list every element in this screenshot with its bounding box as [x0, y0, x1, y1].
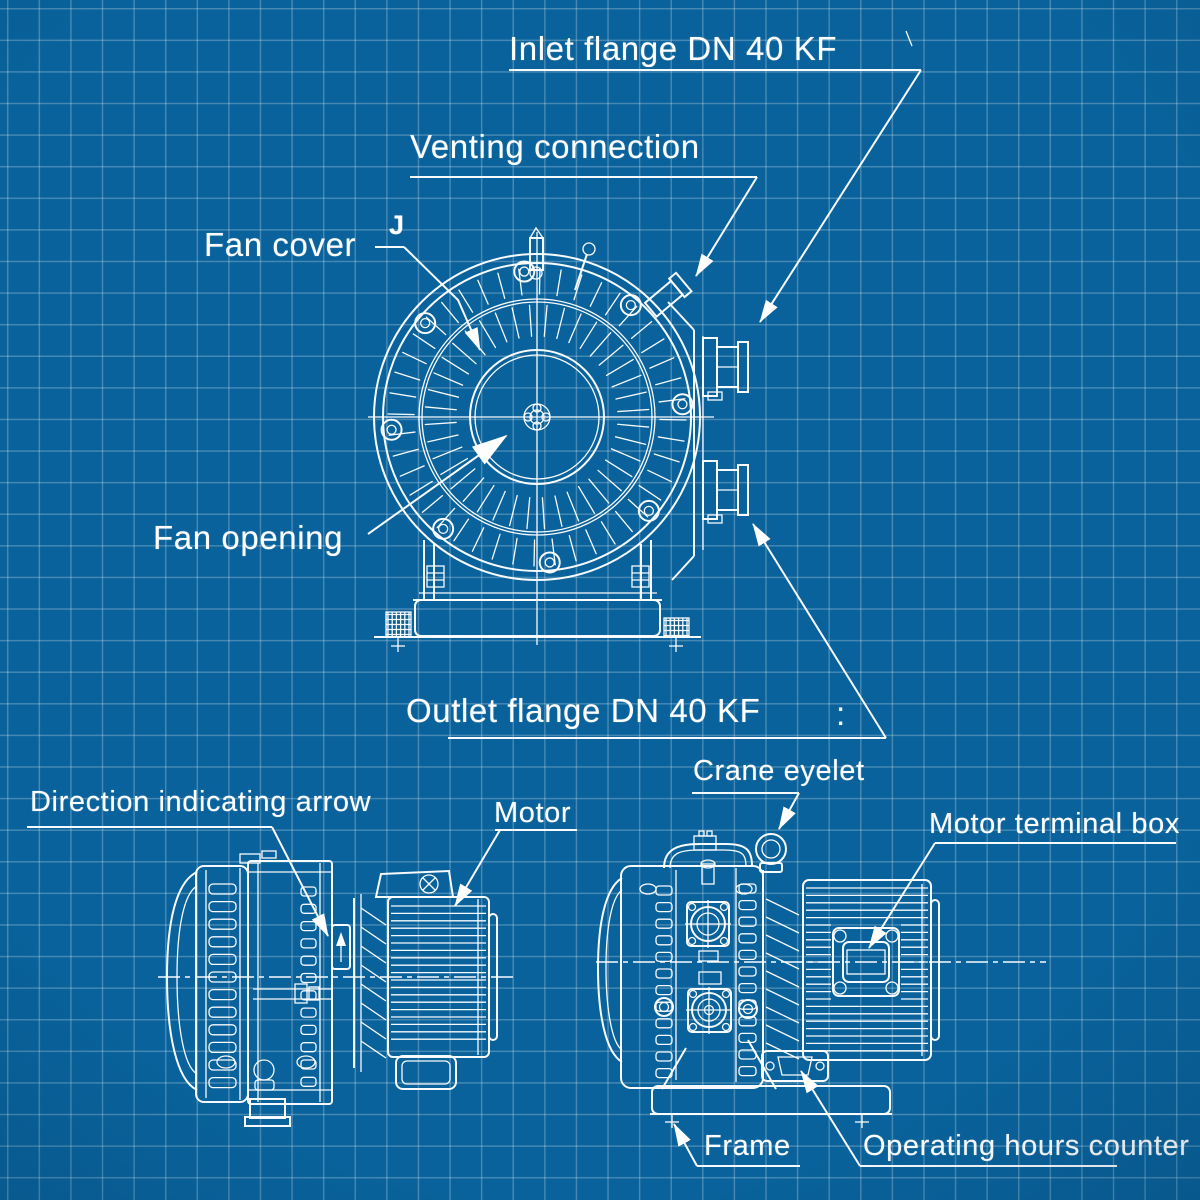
venting-connection-port [643, 271, 693, 319]
label-outlet-colon: : [836, 695, 846, 732]
inlet-flange [702, 337, 749, 401]
label-fan-cover: Fan cover [204, 226, 357, 263]
inlet-flange-face [685, 900, 731, 948]
motor-terminal-box [832, 927, 900, 997]
front-base [374, 540, 701, 652]
label-fan-cover-mark: J [389, 210, 405, 240]
label-motor-terminal-box: Motor terminal box [929, 808, 1180, 840]
label-motor: Motor [494, 797, 572, 829]
direction-arrow-widget [331, 924, 351, 970]
leader-lines [27, 69, 1176, 1167]
side-view-right [596, 830, 1046, 1128]
front-view-pump [368, 30, 913, 652]
label-operating-hours-counter: Operating hours counter [863, 1130, 1190, 1162]
label-fan-opening: Fan opening [153, 519, 344, 556]
label-frame: Frame [704, 1130, 791, 1162]
operating-hours-counter [761, 1050, 829, 1082]
outlet-flange-face [686, 987, 732, 1034]
crane-eyelet [755, 833, 787, 873]
label-crane-eyelet: Crane eyelet [693, 755, 865, 787]
label-outlet-flange: Outlet flange DN 40 KF [406, 692, 761, 729]
outlet-flange [702, 460, 749, 524]
label-venting-connection: Venting connection [410, 128, 700, 165]
side-view-left [158, 850, 516, 1127]
frame-base [650, 1085, 892, 1128]
label-direction-indicating-arrow: Direction indicating arrow [30, 786, 372, 818]
label-inlet-flange: Inlet flange DN 40 KF [509, 30, 838, 67]
